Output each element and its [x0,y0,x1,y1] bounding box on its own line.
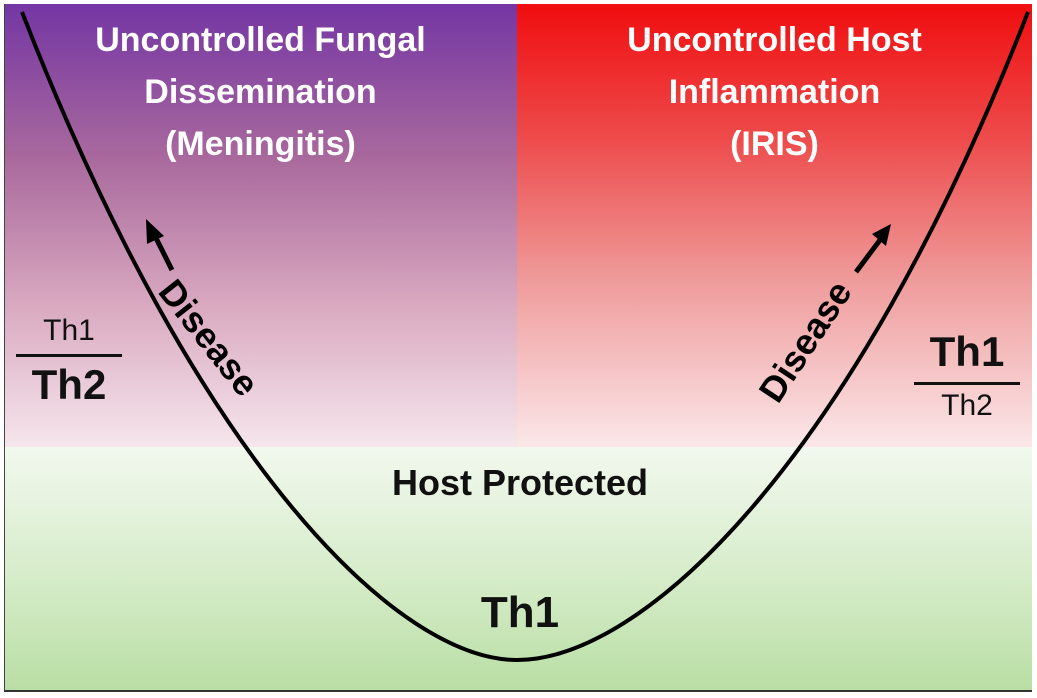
left-ratio-numerator: Th1 [43,314,95,347]
inflammation-title-line-2: Inflammation [668,73,881,111]
right-ratio-numerator: Th1 [929,328,1005,375]
curve-minimum-label: Th1 [480,588,560,637]
host-protected-region [4,447,1032,690]
fungal-dissemination-region [4,4,517,447]
inflammation-title-line-3: (IRIS) [730,125,819,163]
fungal-title-line-1: Uncontrolled Fungal [95,21,426,59]
left-disease-label: Disease [151,272,268,404]
right-disease-label: Disease [750,273,859,409]
host-inflammation-region [517,4,1032,447]
fungal-dissemination-title: Uncontrolled Fungal Dissemination (Menin… [4,14,517,170]
host-inflammation-title: Uncontrolled Host Inflammation (IRIS) [517,14,1032,170]
right-ratio-denominator: Th2 [941,389,993,422]
left-disease-text: Disease [151,272,268,404]
left-arrow-icon [146,219,175,272]
fungal-title-line-3: (Meningitis) [165,125,356,163]
right-th-ratio: Th1 Th2 [914,328,1020,423]
left-th-ratio: Th1 Th2 [16,314,122,409]
right-fraction-bar [914,382,1020,385]
left-fraction-bar [16,354,122,357]
disease-curve [20,11,1030,663]
fungal-title-line-2: Dissemination [144,73,377,111]
diagram-frame [4,4,1032,692]
right-disease-text: Disease [750,273,859,409]
host-protected-label: Host Protected [391,462,649,503]
right-arrow-icon [854,224,891,274]
inflammation-title-line-1: Uncontrolled Host [627,21,922,59]
left-ratio-denominator: Th2 [31,361,107,408]
